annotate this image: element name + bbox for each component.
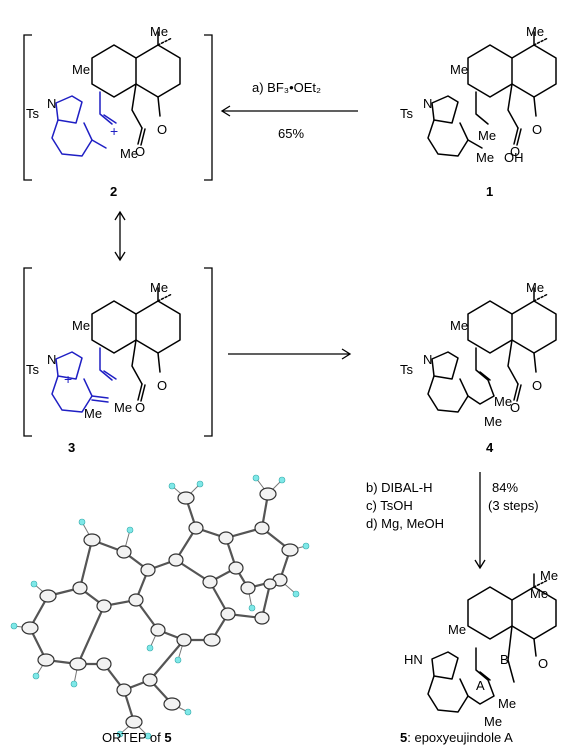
ts-label: Ts (26, 362, 40, 377)
me-label: Me (498, 696, 516, 711)
compound-3: Me Me O O Ts N + Me Me 3 (23, 267, 213, 455)
me-label: Me (450, 62, 468, 77)
product-name: : epoxyeujindole A (407, 730, 513, 745)
nitrogen-label: N (423, 96, 432, 111)
compound-2: Me Me O O Ts N + Me 2 (23, 24, 213, 199)
me-label: Me (450, 318, 468, 333)
nh-label: HN (404, 652, 423, 667)
compound-number-3: 3 (68, 440, 75, 455)
me-label: Me (120, 146, 138, 161)
cation-plus: + (64, 371, 72, 387)
compound-number-1: 1 (486, 184, 493, 199)
me-label: Me (150, 280, 168, 295)
me-label: Me (484, 714, 502, 729)
compound-5: Me Me Me O HN B A Me Me 5: epoxyeujindol… (400, 568, 558, 745)
oxygen-label: O (532, 378, 542, 393)
ortep-oxygen (203, 633, 221, 647)
compound-number-2: 2 (110, 184, 117, 199)
me-label: Me (526, 24, 544, 39)
nitrogen-label: N (47, 352, 56, 367)
ts-label: Ts (400, 362, 414, 377)
ortep-compound-number: 5 (164, 730, 171, 745)
compound-number-5: 5 (400, 730, 407, 745)
oxygen-label: O (510, 144, 520, 159)
compound-4: Me Me O O Ts N Me Me 4 (400, 280, 557, 455)
reaction-arrow-4-to-5: b) DIBAL-H c) TsOH d) Mg, MeOH 84% (3 st… (366, 472, 539, 570)
reagent-a: a) BF₃•OEt₂ (252, 80, 321, 95)
resonance-arrow (114, 210, 126, 262)
reaction-arrow-a: a) BF₃•OEt₂ 65% (220, 80, 358, 141)
me-label: Me (484, 414, 502, 429)
nitrogen-label: N (47, 96, 56, 111)
ts-label: Ts (26, 106, 40, 121)
me-label: Me (478, 128, 496, 143)
oxygen-label: O (135, 400, 145, 415)
reagent-c: c) TsOH (366, 498, 413, 513)
me-label: Me (540, 568, 558, 583)
hydroxyl-label: OH (504, 150, 524, 165)
me-label: Me (114, 400, 132, 415)
oxygen-label: O (538, 656, 548, 671)
oxygen-label: O (157, 378, 167, 393)
ring-label-b: B (500, 652, 509, 667)
svg-text:5: epoxyeujindole A: 5: epoxyeujindole A (400, 730, 513, 745)
oxygen-label: O (532, 122, 542, 137)
compound-number-4: 4 (486, 440, 494, 455)
me-label: Me (72, 318, 90, 333)
reagent-d: d) Mg, MeOH (366, 516, 444, 531)
yield-steps: (3 steps) (488, 498, 539, 513)
reaction-arrow-3-to-4 (228, 348, 352, 360)
yield-a: 65% (278, 126, 304, 141)
oxygen-label: O (135, 144, 145, 159)
me-label: Me (84, 406, 102, 421)
ortep-structure: ORTEP of 5 (10, 474, 310, 745)
me-label: Me (494, 394, 512, 409)
me-label: Me (530, 586, 548, 601)
yield-bcd: 84% (492, 480, 518, 495)
me-label: Me (150, 24, 168, 39)
compound-1: Me Me O O Ts N Me Me OH 1 (400, 24, 557, 199)
reagent-b: b) DIBAL-H (366, 480, 432, 495)
me-label: Me (72, 62, 90, 77)
ts-label: Ts (400, 106, 414, 121)
me-label: Me (476, 150, 494, 165)
me-label: Me (526, 280, 544, 295)
ortep-caption: ORTEP of (102, 730, 164, 745)
cation-plus: + (110, 123, 118, 139)
ring-label-a: A (476, 678, 485, 693)
oxygen-label: O (157, 122, 167, 137)
oxygen-label: O (510, 400, 520, 415)
ortep-nitrogen (83, 533, 101, 547)
nitrogen-label: N (423, 352, 432, 367)
svg-text:ORTEP of 5: ORTEP of 5 (102, 730, 172, 745)
me-label: Me (448, 622, 466, 637)
